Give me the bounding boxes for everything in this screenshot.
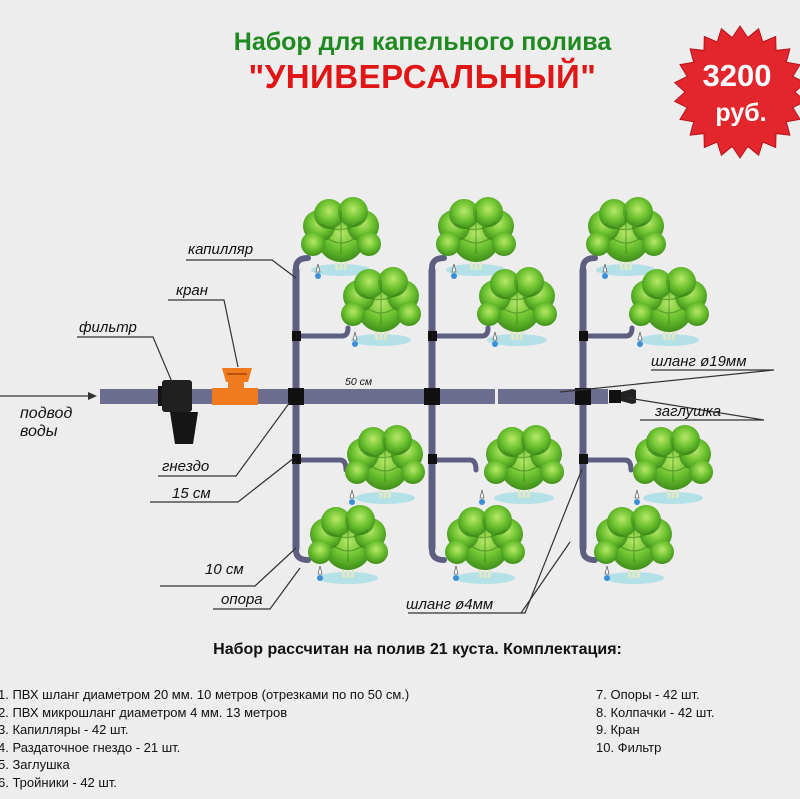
list-item: 6. Тройники - 42 шт. — [0, 774, 117, 790]
page-title: Набор для капельного полива — [233, 28, 612, 56]
label-filter: фильтр — [79, 319, 137, 336]
label-hose-4mm: шланг ø4мм — [406, 596, 493, 613]
price-amount: 3200 — [703, 58, 772, 93]
filter — [158, 380, 198, 444]
price-currency: руб. — [715, 99, 766, 127]
components-list-right: 7. Опоры - 42 шт. 8. Колпачки - 42 шт. 9… — [596, 686, 714, 756]
kit-summary: Набор рассчитан на полив 21 куста. Компл… — [213, 641, 622, 658]
label-valve: кран — [176, 282, 208, 299]
product-name: "УНИВЕРСАЛЬНЫЙ" — [248, 58, 597, 95]
valve — [212, 368, 258, 405]
leader-lines — [77, 259, 775, 614]
label-15cm: 15 см — [172, 485, 211, 502]
list-item: 3. Капилляры - 42 шт. — [0, 722, 129, 738]
label-socket: гнездо — [162, 458, 209, 475]
list-item: 10. Фильтр — [596, 739, 662, 755]
label-hose-19mm: шланг ø19мм — [651, 353, 747, 370]
list-item: 8. Колпачки - 42 шт. — [596, 704, 715, 720]
label-50cm: 50 см — [345, 376, 372, 388]
components-list-left: 1. ПВХ шланг диаметром 20 мм. 10 метров … — [0, 686, 409, 792]
list-item: 9. Кран — [596, 722, 640, 738]
drip-irrigation-diagram: 3200 руб. — [0, 25, 800, 614]
label-10cm: 10 см — [205, 561, 244, 578]
list-item: 4. Раздаточное гнездо - 21 шт. — [0, 739, 181, 755]
label-water-inlet-2: воды — [20, 423, 58, 440]
list-item: 1. ПВХ шланг диаметром 20 мм. 10 метров … — [0, 687, 410, 702]
price-badge: 3200 руб. — [673, 25, 800, 159]
label-end-cap: заглушка — [654, 403, 721, 420]
label-water-inlet-1: подвод — [20, 405, 72, 422]
list-item: 5. Заглушка — [0, 757, 70, 773]
connector-sockets — [288, 331, 591, 464]
label-capillary: капилляр — [188, 241, 253, 258]
branch-pipes — [292, 255, 635, 563]
list-item: 7. Опоры - 42 шт. — [596, 687, 700, 702]
water-inlet-arrow — [0, 392, 97, 400]
end-cap — [621, 389, 636, 404]
list-item: 2. ПВХ микрошланг диаметром 4 мм. 13 мет… — [0, 704, 288, 720]
label-support: опора — [221, 591, 263, 608]
